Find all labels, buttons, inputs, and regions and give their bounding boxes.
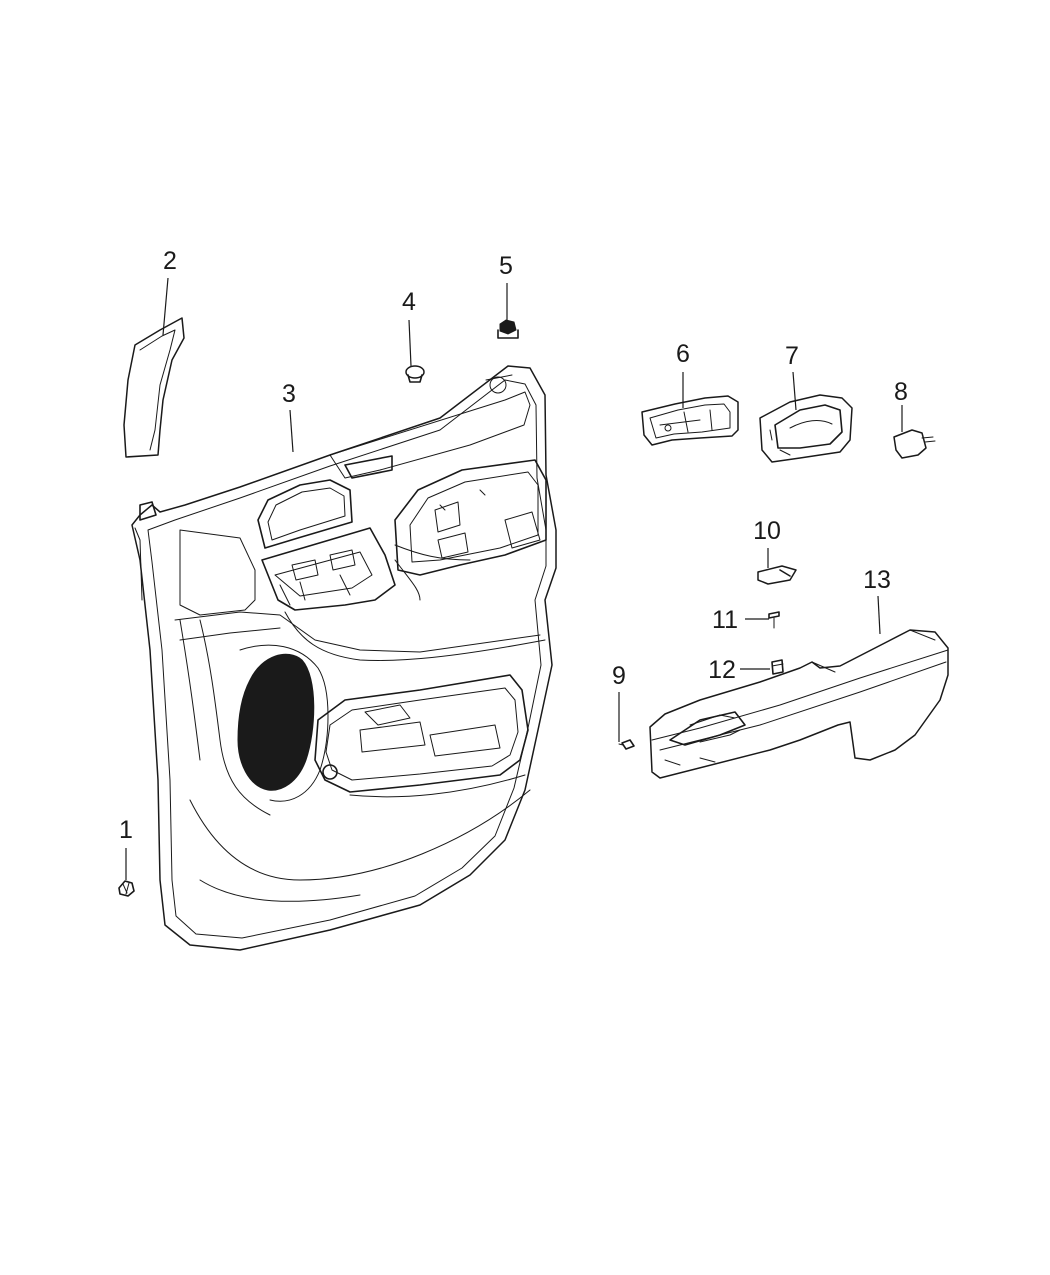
callout-4: 4	[402, 288, 416, 316]
callout-13: 13	[863, 566, 891, 594]
callout-6: 6	[676, 340, 690, 368]
callout-5: 5	[499, 252, 513, 280]
screw-small	[618, 739, 635, 750]
callout-3: 3	[282, 380, 296, 408]
callout-8: 8	[894, 378, 908, 406]
nut-clip	[771, 659, 784, 675]
callout-9: 9	[612, 662, 626, 690]
inside-handle	[641, 395, 739, 446]
leader-line-13	[877, 595, 881, 635]
armrest	[649, 629, 949, 779]
cap-plug	[893, 429, 936, 459]
door-trim-panel	[131, 365, 557, 951]
handle-bezel	[759, 394, 853, 463]
leader-lines	[125, 277, 903, 880]
grommet	[497, 319, 519, 339]
callout-11: 11	[712, 606, 738, 634]
callout-7: 7	[785, 342, 799, 370]
callout-labels: 1 2 3 4 5 6 7 8 9 10 11 12 13	[119, 247, 908, 844]
leader-line-7	[792, 371, 797, 411]
cover-cap	[757, 565, 797, 585]
leader-line-2	[162, 277, 169, 336]
retainer-clip	[405, 365, 425, 383]
trim-applique	[123, 317, 185, 458]
callout-12: 12	[708, 656, 736, 684]
push-pin-fastener	[118, 880, 135, 897]
screw-long	[768, 611, 780, 629]
callout-1: 1	[119, 816, 133, 844]
leader-line-3	[289, 409, 294, 453]
callout-10: 10	[753, 517, 781, 545]
leader-line-4	[408, 319, 412, 367]
callout-2: 2	[163, 247, 177, 275]
